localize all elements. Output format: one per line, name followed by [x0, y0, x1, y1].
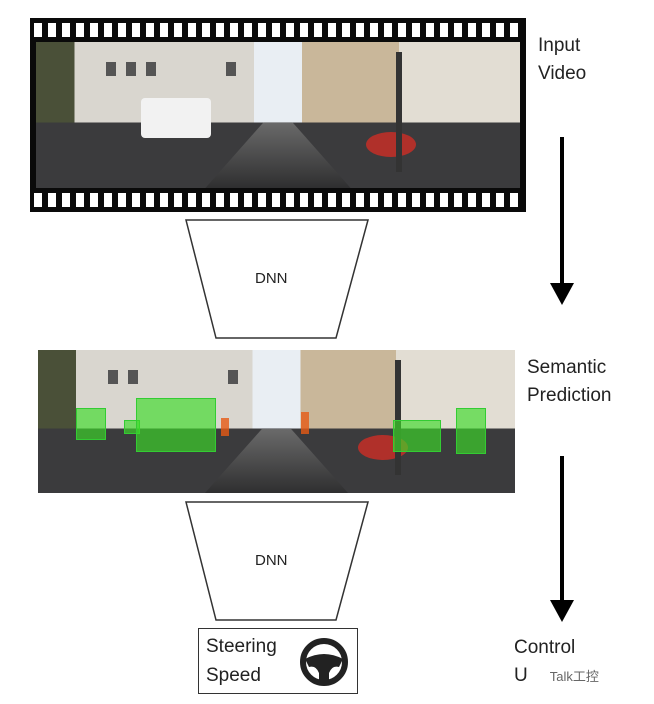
detection-box: [393, 420, 441, 452]
detection-box: [301, 412, 309, 434]
street-scene-image: [36, 42, 520, 188]
control-output-box: Steering Speed: [198, 628, 358, 694]
detection-box: [221, 418, 229, 436]
detection-box: [76, 408, 106, 440]
input-video-filmstrip: [30, 18, 526, 212]
dnn-block-1: [185, 219, 369, 339]
steering-label: Steering: [206, 636, 277, 657]
dnn-label-1: DNN: [255, 270, 288, 287]
dnn-block-2: [185, 501, 369, 621]
detection-box: [136, 398, 216, 452]
speed-label: Speed: [206, 665, 261, 686]
film-perforations: [34, 23, 522, 37]
van: [141, 98, 211, 138]
watermark: Talk工控: [549, 669, 599, 684]
semantic-prediction-image: [38, 350, 515, 493]
steering-wheel-icon: [300, 638, 348, 686]
flowers: [366, 132, 416, 157]
arrow-down-icon: [550, 456, 574, 622]
dnn-label-2: DNN: [255, 552, 288, 569]
arrow-down-icon: [550, 137, 574, 305]
film-perforations: [34, 193, 522, 207]
detection-box: [456, 408, 486, 454]
